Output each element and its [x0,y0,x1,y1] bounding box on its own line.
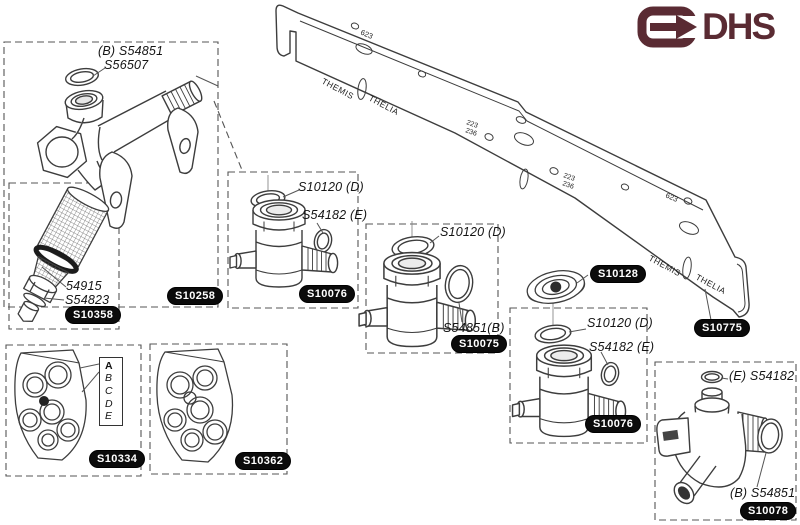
filter-disc-drawing [526,270,586,304]
badge-s10362: S10362 [235,452,292,470]
badge-s10775: S10775 [694,319,751,337]
gasket-letter-a: A [105,359,113,372]
filter-strainer-drawing [17,186,110,322]
brand-logo: DHS [636,5,776,49]
box-gasket-set2 [149,343,288,475]
badge-s10078: S10078 [740,502,797,520]
label-valve4-washer-e: (E) S54182 [729,369,795,383]
badge-s10258: S10258 [167,287,224,305]
valve2-drawing [358,221,477,348]
gasket-letter-b: B [105,372,113,385]
badge-s10075: S10075 [451,335,508,353]
label-valve4-washer-b: (B) S54851 [730,486,796,500]
logo-text: DHS [702,6,776,47]
bracket-holes [350,22,699,280]
box-valve3 [509,307,648,444]
gasket-letter-c: C [105,384,113,397]
valve4-drawing [656,370,783,505]
label-washer-s56507: S56507 [104,58,149,72]
badge-s10076-a: S10076 [299,285,356,303]
label-strainer-54915: 54915 [66,279,102,293]
box-valve2 [365,223,499,354]
label-washer-b-manifold: (B) S54851 [98,44,164,58]
label-valve1-washer-d: S10120 (D) [298,180,364,194]
box-valve4 [654,361,797,521]
box-valve1 [227,171,359,309]
gasket-letter-e: E [105,410,113,423]
label-valve1-washer-e: S54182 (E) [302,208,368,222]
gasket-letter-d: D [105,397,113,410]
leader-lines [41,67,767,488]
marking-223-a: 223 [465,119,478,130]
box-filter [8,182,120,330]
wall-bracket-drawing: 623 THEMIS THELIA 223 236 223 236 623 TH… [275,4,750,318]
label-valve2-washer-d: S10120 (D) [440,225,506,239]
marking-223-b: 223 [562,172,575,183]
label-valve3-washer-e: S54182 (E) [589,340,655,354]
badge-s10358: S10358 [65,306,122,324]
label-valve3-washer-d: S10120 (D) [587,316,653,330]
label-washer-s54823: S54823 [65,293,110,307]
gasket-letter-card: A B C D E [99,357,123,426]
gasket-bag2-drawing [156,348,234,463]
label-valve2-washer-b: S54851(B) [443,321,505,335]
arrow-right-icon [637,6,700,48]
gasket-bag1-drawing [14,349,87,461]
badge-s10334: S10334 [89,450,146,468]
marking-236-b: 236 [561,180,574,191]
badge-s10128: S10128 [590,265,647,283]
marking-236-a: 236 [464,127,477,138]
badge-s10076-b: S10076 [585,415,642,433]
box-gasket-set1 [5,344,142,477]
valve3-drawing [511,299,627,438]
connector-dashed-line [213,100,243,171]
